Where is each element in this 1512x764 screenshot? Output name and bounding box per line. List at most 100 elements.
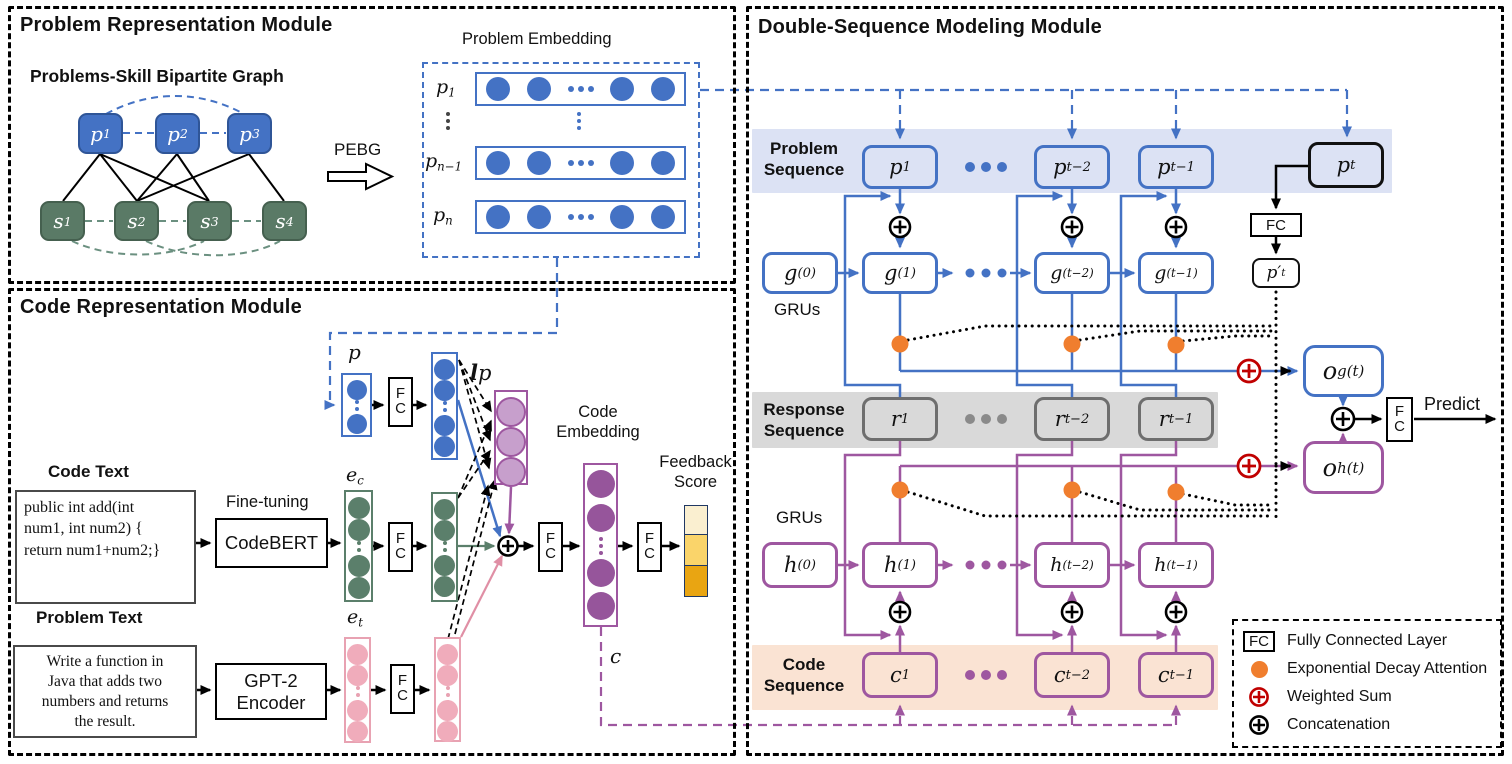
legend-label: Exponential Decay Attention (1287, 660, 1488, 677)
vector-circle (496, 457, 526, 487)
fc-layer-p: FC (388, 377, 413, 427)
embedding-rows-ellipsis (577, 112, 581, 116)
problem-embedding-box (422, 62, 700, 258)
problem-line: the result. (74, 713, 136, 731)
legend-item-concatenation: Concatenation (1240, 711, 1496, 739)
pebg-label: PEBG (334, 140, 382, 159)
p-vector-column (341, 373, 372, 437)
lp-vector-label: lp (470, 360, 492, 385)
embedding-row-label-pn: pn (433, 204, 453, 228)
vector-circle (526, 205, 551, 229)
problem-text-box: Write a function in Java that adds two n… (13, 645, 197, 738)
embedding-row-label-pn1: pn−1 (425, 150, 463, 174)
codebert-box: CodeBERT (215, 518, 328, 568)
pebg-arrow (327, 162, 395, 191)
ellipsis-dots (355, 686, 360, 690)
embedding-row-label-p1: p1 (436, 76, 456, 100)
embedding-vector-row (475, 200, 686, 234)
vector-circle (586, 470, 615, 498)
vector-circle (437, 721, 458, 742)
feedback-cell (684, 535, 708, 566)
gpt2-encoder-box: GPT-2 Encoder (215, 663, 327, 720)
vector-circle (346, 414, 367, 434)
vector-circle (651, 151, 675, 175)
vector-circle (526, 151, 551, 175)
feature-merge-arrows (456, 399, 515, 638)
legend-item-fc: FC Fully Connected Layer (1240, 627, 1496, 655)
vector-circle (347, 555, 370, 577)
feedback-score-bar (684, 505, 708, 597)
h-row-wiring (838, 432, 1348, 652)
problem-line: Java that adds two (47, 673, 163, 691)
code-text-box: public int add(int num1, int num2) { ret… (15, 490, 196, 604)
p-vector-label: p (348, 340, 361, 364)
vector-circle (434, 555, 455, 576)
vector-circle (651, 205, 675, 229)
legend-box: FC Fully Connected Layer Exponential Dec… (1232, 619, 1502, 748)
vector-circle (526, 77, 551, 101)
fc-layer-pt: FC (1250, 213, 1302, 237)
vector-circle (610, 205, 635, 229)
dsm-module-title: Double-Sequence Modeling Module (758, 16, 1102, 38)
g-row-wiring (838, 189, 1348, 407)
code-embedding-column (583, 463, 618, 627)
vector-circle (434, 380, 455, 401)
fc-layer-et: FC (390, 664, 415, 714)
ellipsis-dots (567, 160, 574, 166)
problem-representation-module (8, 6, 736, 284)
vector-circle (434, 499, 455, 520)
h1-box: h(1) (862, 542, 938, 588)
bipartite-graph-title: Problems-Skill Bipartite Graph (30, 66, 284, 86)
code-line: num1, int num2) { (24, 520, 143, 538)
g0-box: g(0) (762, 252, 838, 294)
ec-transformed-column (431, 492, 458, 602)
p-transformed-column (431, 352, 458, 460)
vector-circle (586, 558, 615, 587)
vector-circle (347, 497, 370, 519)
legend-label: Weighted Sum (1287, 688, 1392, 705)
vector-circle (437, 665, 458, 686)
problem-embedding-feeds (324, 88, 1352, 410)
lp-vector-column (494, 390, 528, 487)
problem-embedding-title: Problem Embedding (462, 30, 612, 48)
black-circle-plus-icon (1240, 714, 1278, 736)
lp-attention-arrows (447, 359, 498, 640)
vector-circle (434, 415, 455, 436)
embedding-vector-row (475, 72, 686, 106)
attention-dotted-lines (906, 290, 1292, 522)
vector-circle (496, 427, 526, 457)
sequence-ellipsis-dots (965, 162, 1007, 680)
vector-circle (437, 644, 458, 665)
vector-circle (496, 397, 526, 427)
vector-circle (347, 644, 368, 665)
vector-circle (586, 592, 615, 620)
legend-label: Fully Connected Layer (1287, 632, 1448, 649)
concatenation-operators (497, 215, 1356, 624)
problem-line: numbers and returns (41, 693, 169, 711)
feedback-score-label: Feedback Score (659, 453, 732, 491)
vector-circle (347, 721, 368, 742)
problem-line: Write a function in (46, 653, 164, 670)
code-text-label: Code Text (48, 462, 129, 481)
ht2-box: h(t−2) (1034, 542, 1110, 588)
gpt2-line: Encoder (236, 691, 306, 713)
vector-circle (486, 77, 510, 101)
ht1-box: h(t−1) (1138, 542, 1214, 588)
weighted-sum-operators (1236, 358, 1262, 479)
